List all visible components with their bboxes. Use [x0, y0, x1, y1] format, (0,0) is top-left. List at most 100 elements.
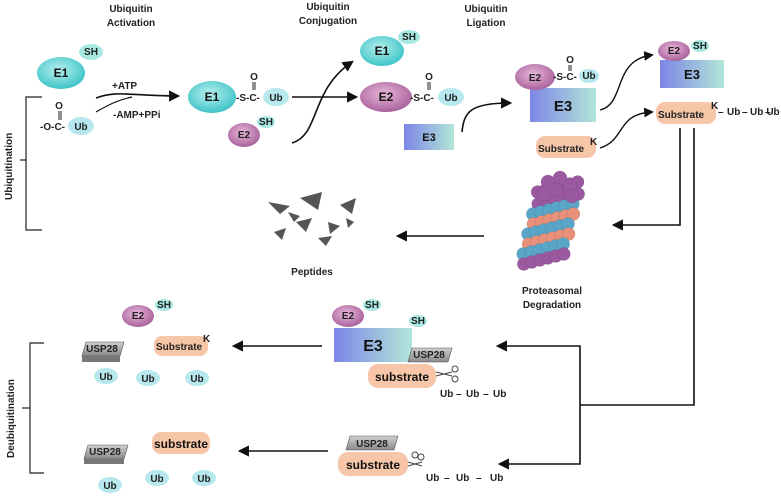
svg-text:Ub: Ub: [440, 389, 453, 400]
header-ligation: Ubiquitin Ligation: [464, 4, 507, 29]
e2-free-conj: E2 SH: [228, 116, 275, 147]
peptides-label: Peptides: [291, 267, 333, 278]
svg-text:O: O: [425, 72, 433, 83]
svg-text:Ub: Ub: [750, 107, 763, 118]
svg-text:Ub: Ub: [466, 389, 479, 400]
svg-text:Substrate: Substrate: [538, 144, 585, 155]
e2-e3-complex: E3 E2 -S-C- O Ub: [515, 55, 599, 122]
proteasomal-degradation-label: Proteasomal Degradation: [522, 286, 582, 311]
svg-text:–: –: [765, 107, 771, 118]
svg-text:SH: SH: [693, 41, 707, 52]
svg-text:Proteasomal: Proteasomal: [522, 286, 582, 297]
deub-substrate-2: substrate: [338, 452, 408, 476]
svg-text:E2: E2: [132, 311, 145, 322]
svg-text:SH: SH: [402, 32, 416, 43]
svg-text:Ub: Ub: [141, 374, 154, 385]
activation-arrow: +ATP -AMP+PPi: [95, 81, 181, 121]
deub-ub-chain-1: Ub – Ub – Ub: [440, 389, 506, 400]
ubiquitination-label: Ubiquitination: [4, 133, 15, 200]
ubiquitination-bracket: Ubiquitination: [4, 96, 42, 231]
header-activation: Ubiquitin Activation: [107, 4, 155, 29]
svg-text:-S-C-: -S-C-: [553, 72, 577, 83]
svg-text:E2: E2: [529, 73, 542, 84]
svg-text:E3: E3: [363, 338, 383, 355]
deub-ub-chain-2: Ub – Ub – Ub: [426, 473, 503, 484]
svg-text:E3: E3: [684, 67, 700, 82]
ubiquitylation-arrow: [599, 107, 654, 149]
svg-text:USP28: USP28: [413, 350, 445, 361]
svg-text:Ub: Ub: [150, 474, 163, 485]
product-ub-3: Ub: [185, 370, 209, 386]
substrate-k-input: Substrate K: [536, 136, 598, 158]
svg-text:E2: E2: [238, 130, 251, 141]
e1-release-arrow: [291, 60, 354, 144]
svg-text:E2: E2: [342, 311, 355, 322]
svg-text:K: K: [203, 334, 211, 345]
svg-text:Ub: Ub: [426, 473, 439, 484]
degradation-flow: [495, 128, 695, 470]
svg-text:–: –: [456, 389, 462, 400]
polyub-substrate: Substrate K – Ub – Ub – Ub: [656, 101, 780, 124]
ligation-arrow: [461, 97, 513, 133]
svg-text:substrate: substrate: [154, 437, 208, 451]
svg-text:Ub: Ub: [444, 93, 457, 104]
svg-text:Ub: Ub: [269, 93, 282, 104]
svg-text:–: –: [742, 107, 748, 118]
product-usp28-1: USP28: [81, 341, 125, 362]
svg-text:substrate: substrate: [346, 458, 400, 472]
svg-text:Substrate: Substrate: [658, 110, 705, 121]
svg-text:O: O: [55, 101, 63, 112]
svg-text:SH: SH: [259, 117, 273, 128]
svg-text:E1: E1: [205, 90, 220, 104]
product-usp28-2: USP28: [83, 444, 129, 464]
svg-text:Ub: Ub: [493, 389, 506, 400]
svg-text:E1: E1: [54, 66, 69, 80]
e1-released: E1 SH: [360, 30, 420, 66]
svg-text:Activation: Activation: [107, 18, 155, 29]
svg-text:K: K: [711, 101, 719, 112]
svg-text:Ubiquitin: Ubiquitin: [109, 4, 152, 15]
deubiquitination-label: Deubiquitination: [6, 379, 17, 458]
product-ub-1: Ub: [94, 368, 118, 384]
svg-text:O: O: [566, 55, 574, 66]
svg-text:–: –: [444, 473, 450, 484]
svg-text:Ub: Ub: [103, 481, 116, 492]
svg-text:Conjugation: Conjugation: [299, 16, 357, 27]
product-ub-4: Ub: [98, 477, 122, 493]
svg-text:Ub: Ub: [456, 473, 469, 484]
header-conjugation: Ubiquitin Conjugation: [299, 2, 357, 27]
e3-free: E3: [404, 124, 454, 150]
ub-carboxyl: O -O-C- Ub: [40, 101, 94, 135]
product-e2: E2 SH: [122, 299, 173, 327]
e2-e3-released: E3 E2 SH: [658, 40, 724, 88]
svg-text:K: K: [590, 137, 598, 148]
deub-substrate-1: substrate: [368, 364, 436, 388]
deubiquitination-bracket: Deubiquitination: [6, 342, 44, 474]
svg-text:SH: SH: [84, 47, 98, 58]
svg-text:SH: SH: [365, 300, 379, 311]
e2-ub-thioester: E2 -S-C- O Ub: [360, 72, 464, 112]
svg-text:Ubiquitin: Ubiquitin: [306, 2, 349, 13]
svg-text:Ubiquitin: Ubiquitin: [464, 4, 507, 15]
scissors-icon: [435, 365, 459, 383]
svg-text:-O-C-: -O-C-: [40, 122, 65, 133]
svg-text:E2: E2: [379, 90, 394, 104]
svg-text:USP28: USP28: [89, 447, 121, 458]
e2e3-release-arrow: [599, 51, 654, 111]
svg-text:Ub: Ub: [490, 473, 503, 484]
proteasome: [516, 170, 585, 271]
product-substrate-2: substrate: [152, 432, 210, 454]
svg-text:Degradation: Degradation: [523, 300, 581, 311]
svg-text:Ub: Ub: [766, 107, 779, 118]
svg-text:Ligation: Ligation: [467, 18, 506, 29]
svg-text:Ub: Ub: [727, 107, 740, 118]
deub-complex-e3: E3 E2 SH SH: [332, 299, 427, 362]
svg-text:SH: SH: [157, 300, 171, 311]
scissors-icon-2: [407, 451, 425, 467]
e1-ub-thioester: E1 -S-C- O Ub: [188, 72, 289, 113]
product-ub-5: Ub: [145, 470, 169, 486]
svg-text:E1: E1: [375, 44, 390, 58]
svg-text:E3: E3: [422, 132, 435, 144]
deub-usp28-2: USP28: [345, 435, 399, 451]
